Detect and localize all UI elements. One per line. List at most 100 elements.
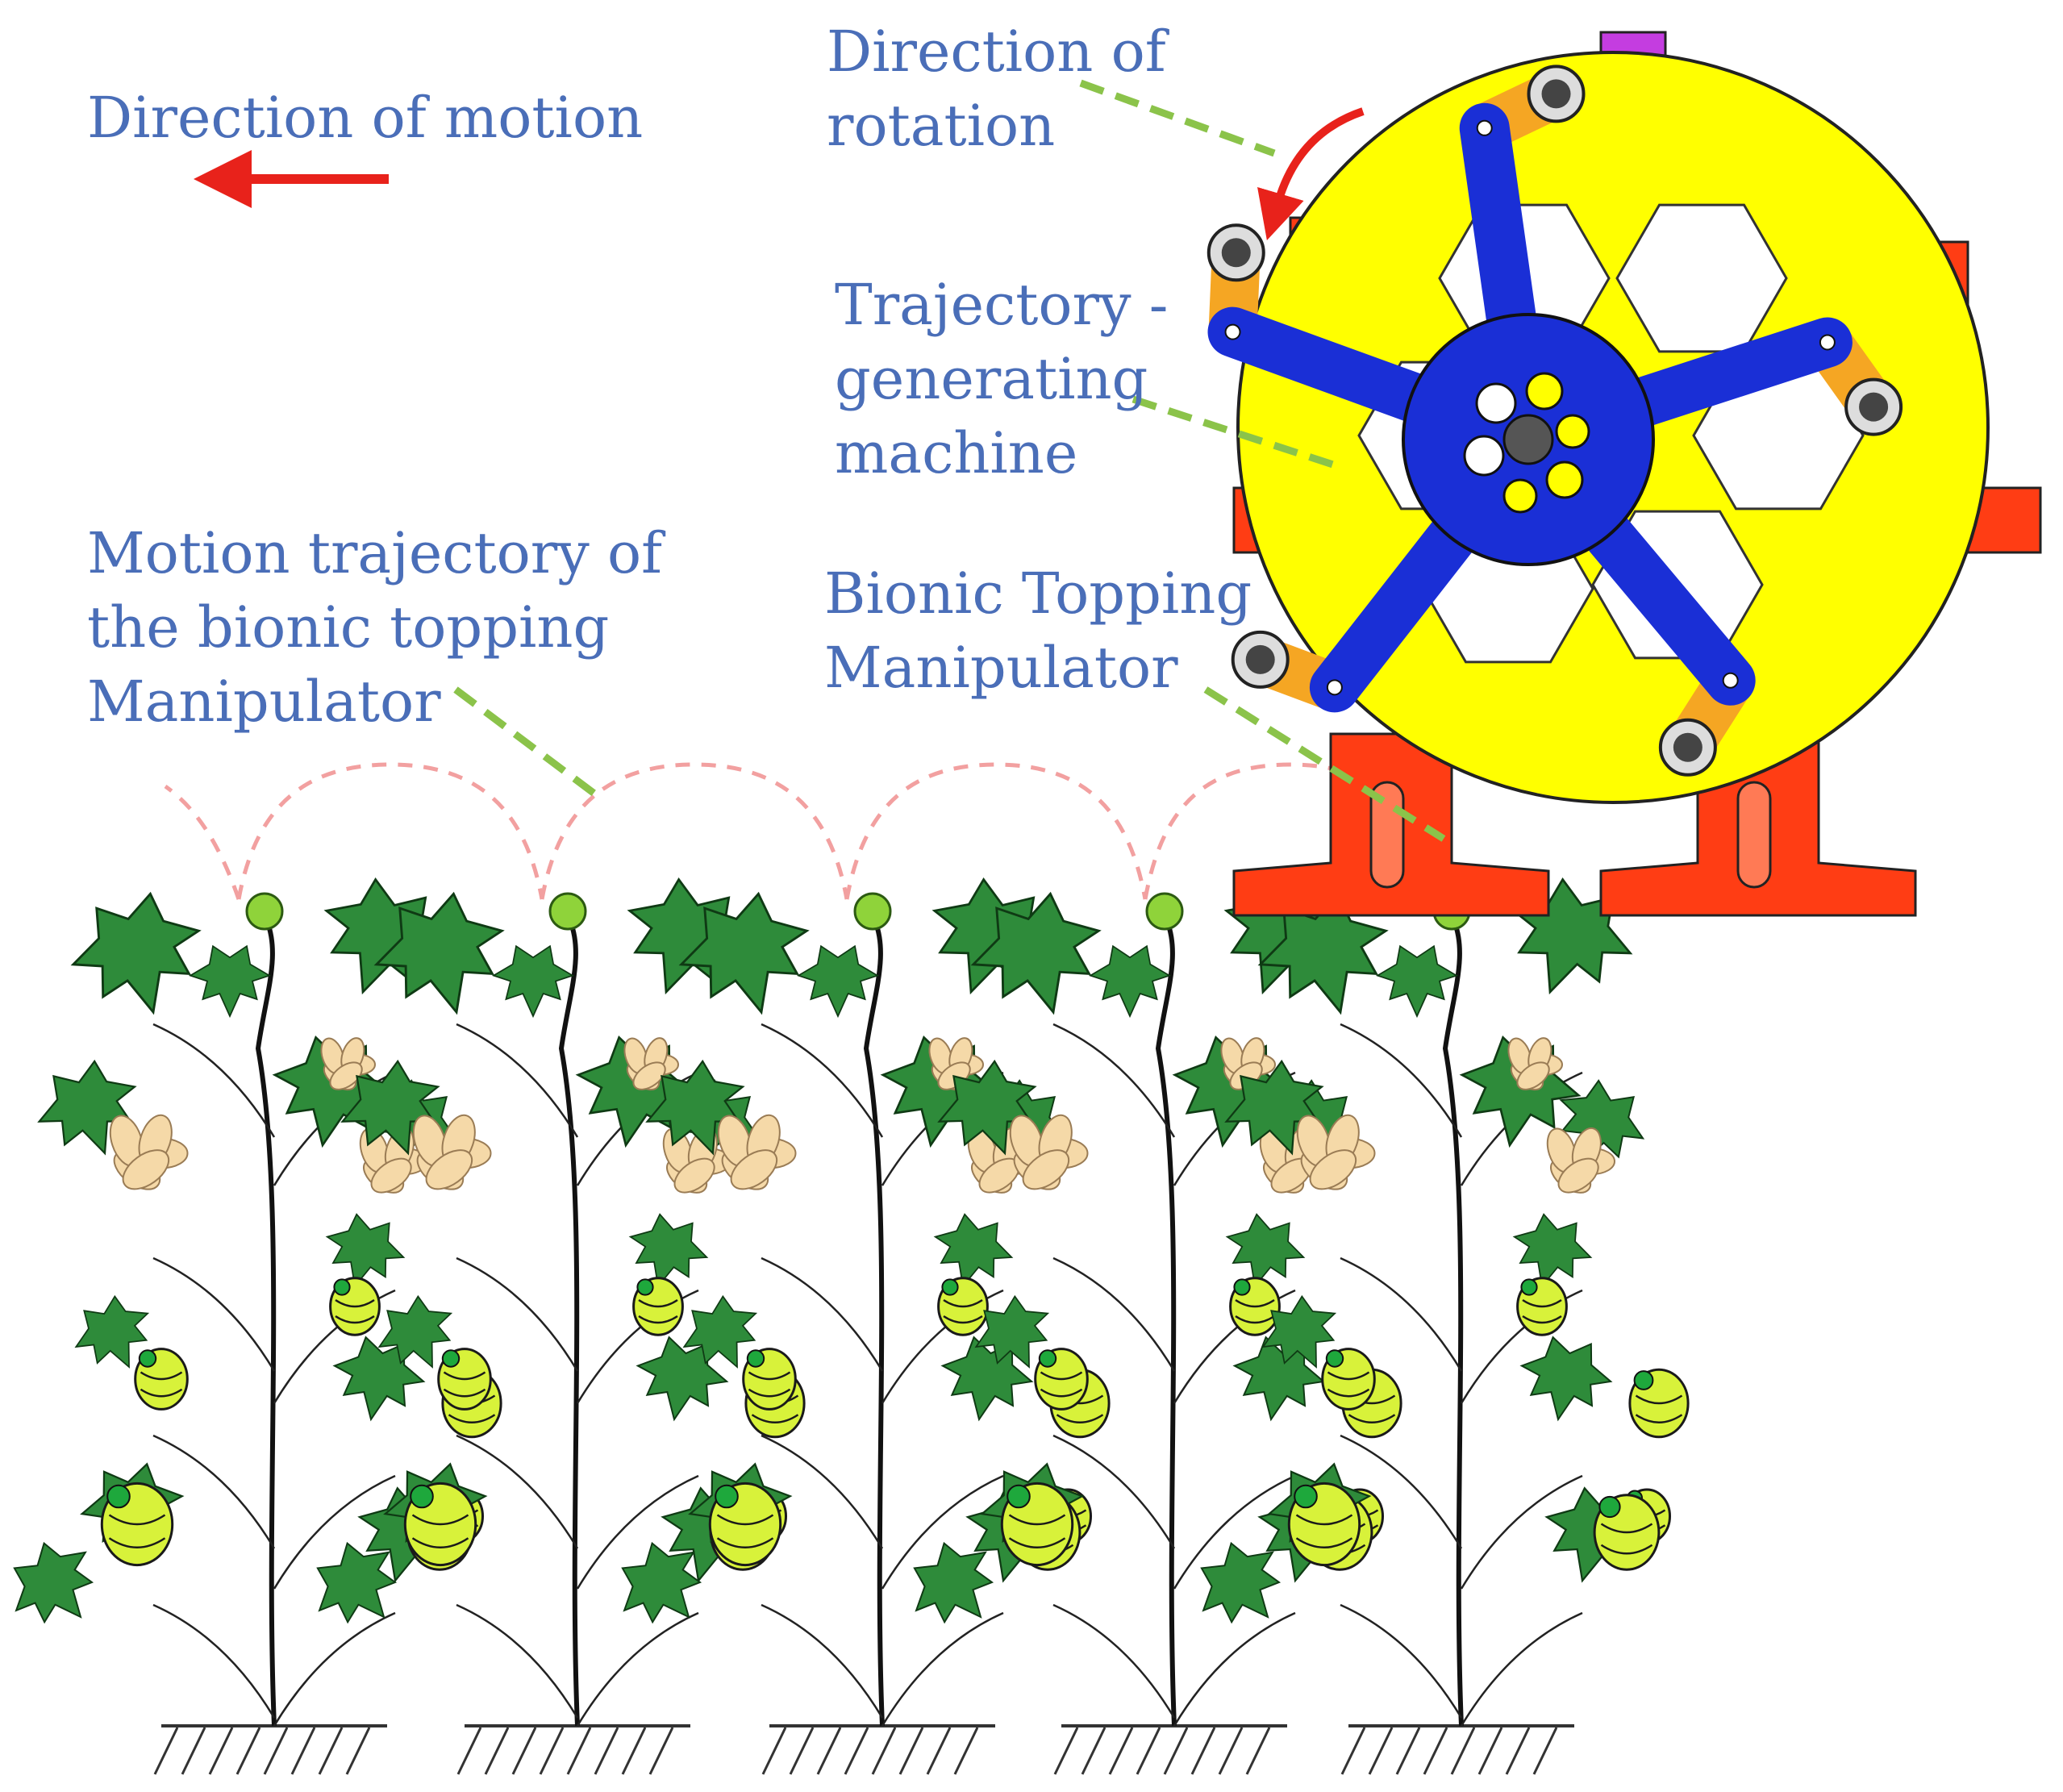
motion-trajectory-line-1: Motion trajectory of (87, 520, 663, 586)
ground-hatch (871, 1727, 897, 1775)
plant-branch (456, 1434, 579, 1549)
ground-hatch (290, 1727, 316, 1775)
plant-branch (456, 1603, 579, 1719)
boll-ridges (140, 1371, 183, 1398)
trajectory-generating-machine (1207, 31, 2042, 917)
trajectory-machine-line-3: machine (835, 420, 1078, 486)
leaf (1512, 1213, 1593, 1289)
top-bud (245, 892, 284, 931)
boll-ridges (1600, 1523, 1653, 1555)
leader-manipulator (1203, 686, 1446, 842)
leaf (316, 1541, 398, 1624)
trajectory-machine-line-1: Trajectory - (835, 272, 1169, 338)
ground-hatch (181, 1727, 206, 1775)
ground-hatch (953, 1727, 979, 1775)
plant-branch (456, 1256, 579, 1372)
boll-bract (715, 1484, 739, 1509)
plant-branch (761, 1023, 884, 1138)
plant-branch (152, 1434, 276, 1549)
plant-branch (1052, 1256, 1176, 1372)
plant-branch (1340, 1603, 1463, 1719)
boll-bract (441, 1349, 461, 1368)
leaf (933, 1213, 1014, 1289)
boll-ridges (748, 1371, 791, 1398)
flower-petal (632, 1061, 666, 1090)
rotation-arrow (1257, 107, 1365, 240)
plant-branch (1052, 1434, 1176, 1549)
flower-petal (329, 1061, 363, 1090)
ground-hatch (898, 1727, 924, 1775)
top-bud (1145, 892, 1184, 931)
plant-branch (1340, 1023, 1463, 1138)
ground-hatch (1190, 1727, 1216, 1775)
leaf (621, 1541, 702, 1624)
leaf (1224, 1059, 1324, 1156)
plant-branch (1052, 1603, 1176, 1719)
boll-ridges (1327, 1371, 1370, 1398)
hub-holes (1463, 372, 1590, 514)
leaf (491, 944, 575, 1019)
spoke-pin (1224, 323, 1241, 340)
arm-bearing-core (1673, 732, 1702, 762)
boll-bract (1633, 1370, 1654, 1390)
plant-branch (1460, 1474, 1583, 1590)
ground-hatch (761, 1727, 787, 1775)
leader-trajectory (453, 686, 603, 802)
trajectory-arc (844, 762, 1148, 900)
plant-branch (761, 1603, 884, 1719)
ground-hatch (1108, 1727, 1134, 1775)
arm-bearing-core (1541, 79, 1571, 109)
boll-bract (1038, 1349, 1057, 1368)
ground-hatch (1163, 1727, 1189, 1775)
leaf (913, 1541, 994, 1624)
plant-branch (761, 1434, 884, 1549)
arm-bearing-core (1221, 238, 1251, 268)
ground-hatch (1395, 1727, 1421, 1775)
plant-stem (1155, 914, 1177, 1727)
arm-bearing-core (1245, 644, 1275, 674)
leaf (37, 1059, 137, 1156)
boll-ridges (1295, 1514, 1353, 1548)
trajectory-generating-machine-label: Trajectory - generating machine (835, 268, 1168, 490)
boll-bract (1233, 1278, 1251, 1296)
boll-ridges (443, 1371, 486, 1398)
plant-branch (273, 1474, 396, 1590)
spoke-pin (1326, 679, 1343, 696)
plant-branch (761, 1256, 884, 1372)
ground-hatch (235, 1727, 261, 1775)
plant-branch (1052, 1023, 1176, 1138)
leaf (325, 1213, 406, 1289)
ground-hatch (566, 1727, 592, 1775)
leaf (1225, 1213, 1306, 1289)
arm-bearing-core (1859, 392, 1889, 422)
hub-axle (1502, 414, 1554, 465)
plant-branch (1340, 1434, 1463, 1549)
ground-hatch (926, 1727, 952, 1775)
top-bud (853, 892, 892, 931)
plant-branch (1173, 1474, 1296, 1590)
hub-hole (1525, 372, 1564, 410)
ground-hatch (1218, 1727, 1244, 1775)
leaf (1559, 1079, 1645, 1164)
direction-of-motion-label: Direction of motion (87, 85, 644, 151)
motion-trajectory-line-2: the bionic topping (87, 594, 610, 661)
plant-branch (881, 1474, 1004, 1590)
leaf (974, 1294, 1050, 1369)
boll-bract (746, 1349, 765, 1368)
boll-bract (636, 1278, 654, 1296)
leaf (1088, 944, 1172, 1019)
ground-hatch (1340, 1727, 1366, 1775)
flower-petal (370, 1157, 412, 1194)
support-bracket-2 (1599, 732, 1917, 917)
boll-ridges (1008, 1514, 1066, 1548)
ground-hatch (263, 1727, 289, 1775)
bionic-topping-manipulator-label: Bionic Topping Manipulator (824, 556, 1252, 705)
boll-bract (333, 1278, 351, 1296)
ground-hatch (789, 1727, 815, 1775)
plant-branch (456, 1023, 579, 1138)
leaf (188, 944, 272, 1019)
plant-branch (881, 1611, 1004, 1727)
ground-hatch (648, 1727, 674, 1775)
direction-of-rotation-label: Direction of rotation (827, 15, 1166, 163)
boll-bract (1294, 1484, 1318, 1509)
